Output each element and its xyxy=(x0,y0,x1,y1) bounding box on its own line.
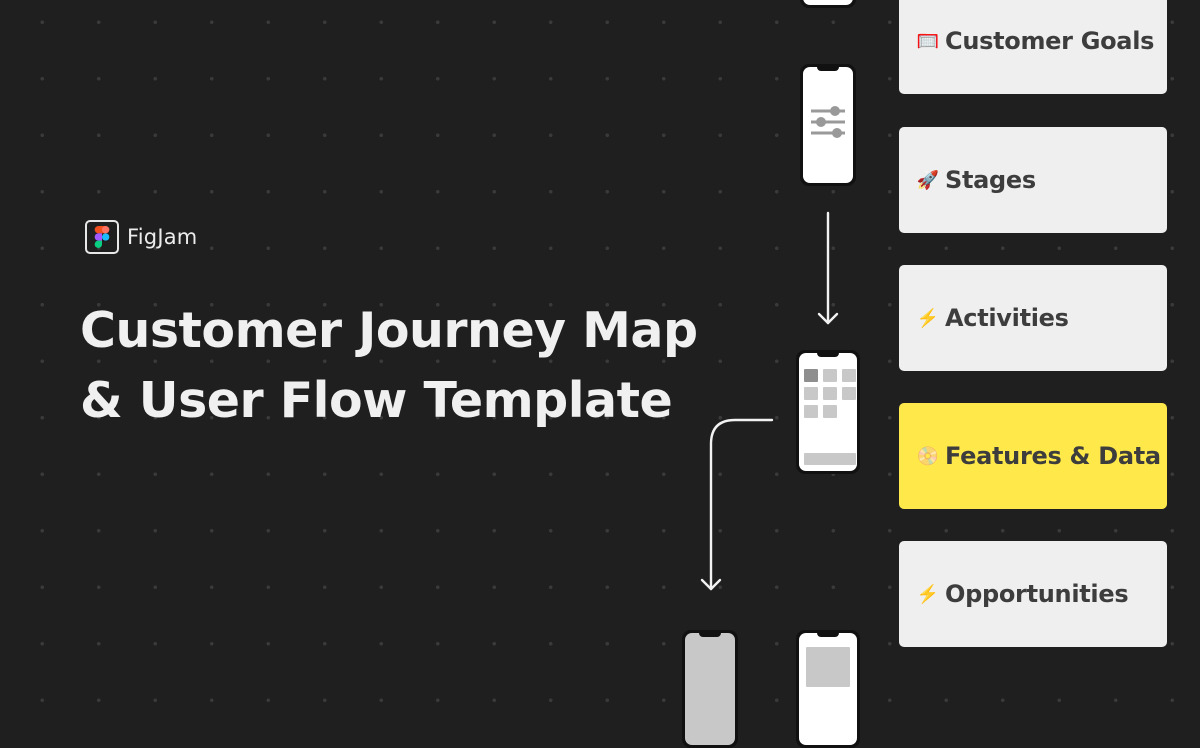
phone-screen-grid[interactable] xyxy=(796,350,860,474)
title-line-2: & User Flow Template xyxy=(80,372,673,429)
card-label: Customer Goals xyxy=(945,27,1155,55)
flow-arrow-curved xyxy=(709,418,774,591)
brand-name: FigJam xyxy=(127,225,198,249)
brand: FigJam xyxy=(85,220,197,254)
goal-net-icon: 🥅 xyxy=(916,30,940,51)
rocket-icon: 🚀 xyxy=(916,169,940,190)
card-label: Activities xyxy=(945,304,1069,332)
title-line-1: Customer Journey Map xyxy=(80,302,698,359)
sliders-icon xyxy=(811,106,845,138)
phone-screen-top[interactable] xyxy=(800,0,856,8)
card-features-data[interactable]: 📀 Features & Data xyxy=(899,403,1167,509)
phone-screen-bottom-left[interactable] xyxy=(682,630,738,748)
phone-screen-filters[interactable] xyxy=(800,64,856,186)
lightning-icon: ⚡ xyxy=(916,583,940,604)
card-label: Stages xyxy=(945,166,1036,194)
phone-screen-bottom-right[interactable] xyxy=(796,630,860,748)
card-stages[interactable]: 🚀 Stages xyxy=(899,127,1167,233)
card-activities[interactable]: ⚡ Activities xyxy=(899,265,1167,371)
disc-icon: 📀 xyxy=(916,445,940,466)
card-customer-goals[interactable]: 🥅 Customer Goals xyxy=(899,0,1167,94)
card-label: Features & Data xyxy=(945,442,1161,470)
figma-logo-icon xyxy=(85,220,119,254)
card-opportunities[interactable]: ⚡ Opportunities xyxy=(899,541,1167,647)
flow-connectors xyxy=(700,211,839,591)
lightning-icon: ⚡ xyxy=(916,307,940,328)
card-label: Opportunities xyxy=(945,580,1129,608)
page-title: Customer Journey Map & User Flow Templat… xyxy=(80,296,698,436)
